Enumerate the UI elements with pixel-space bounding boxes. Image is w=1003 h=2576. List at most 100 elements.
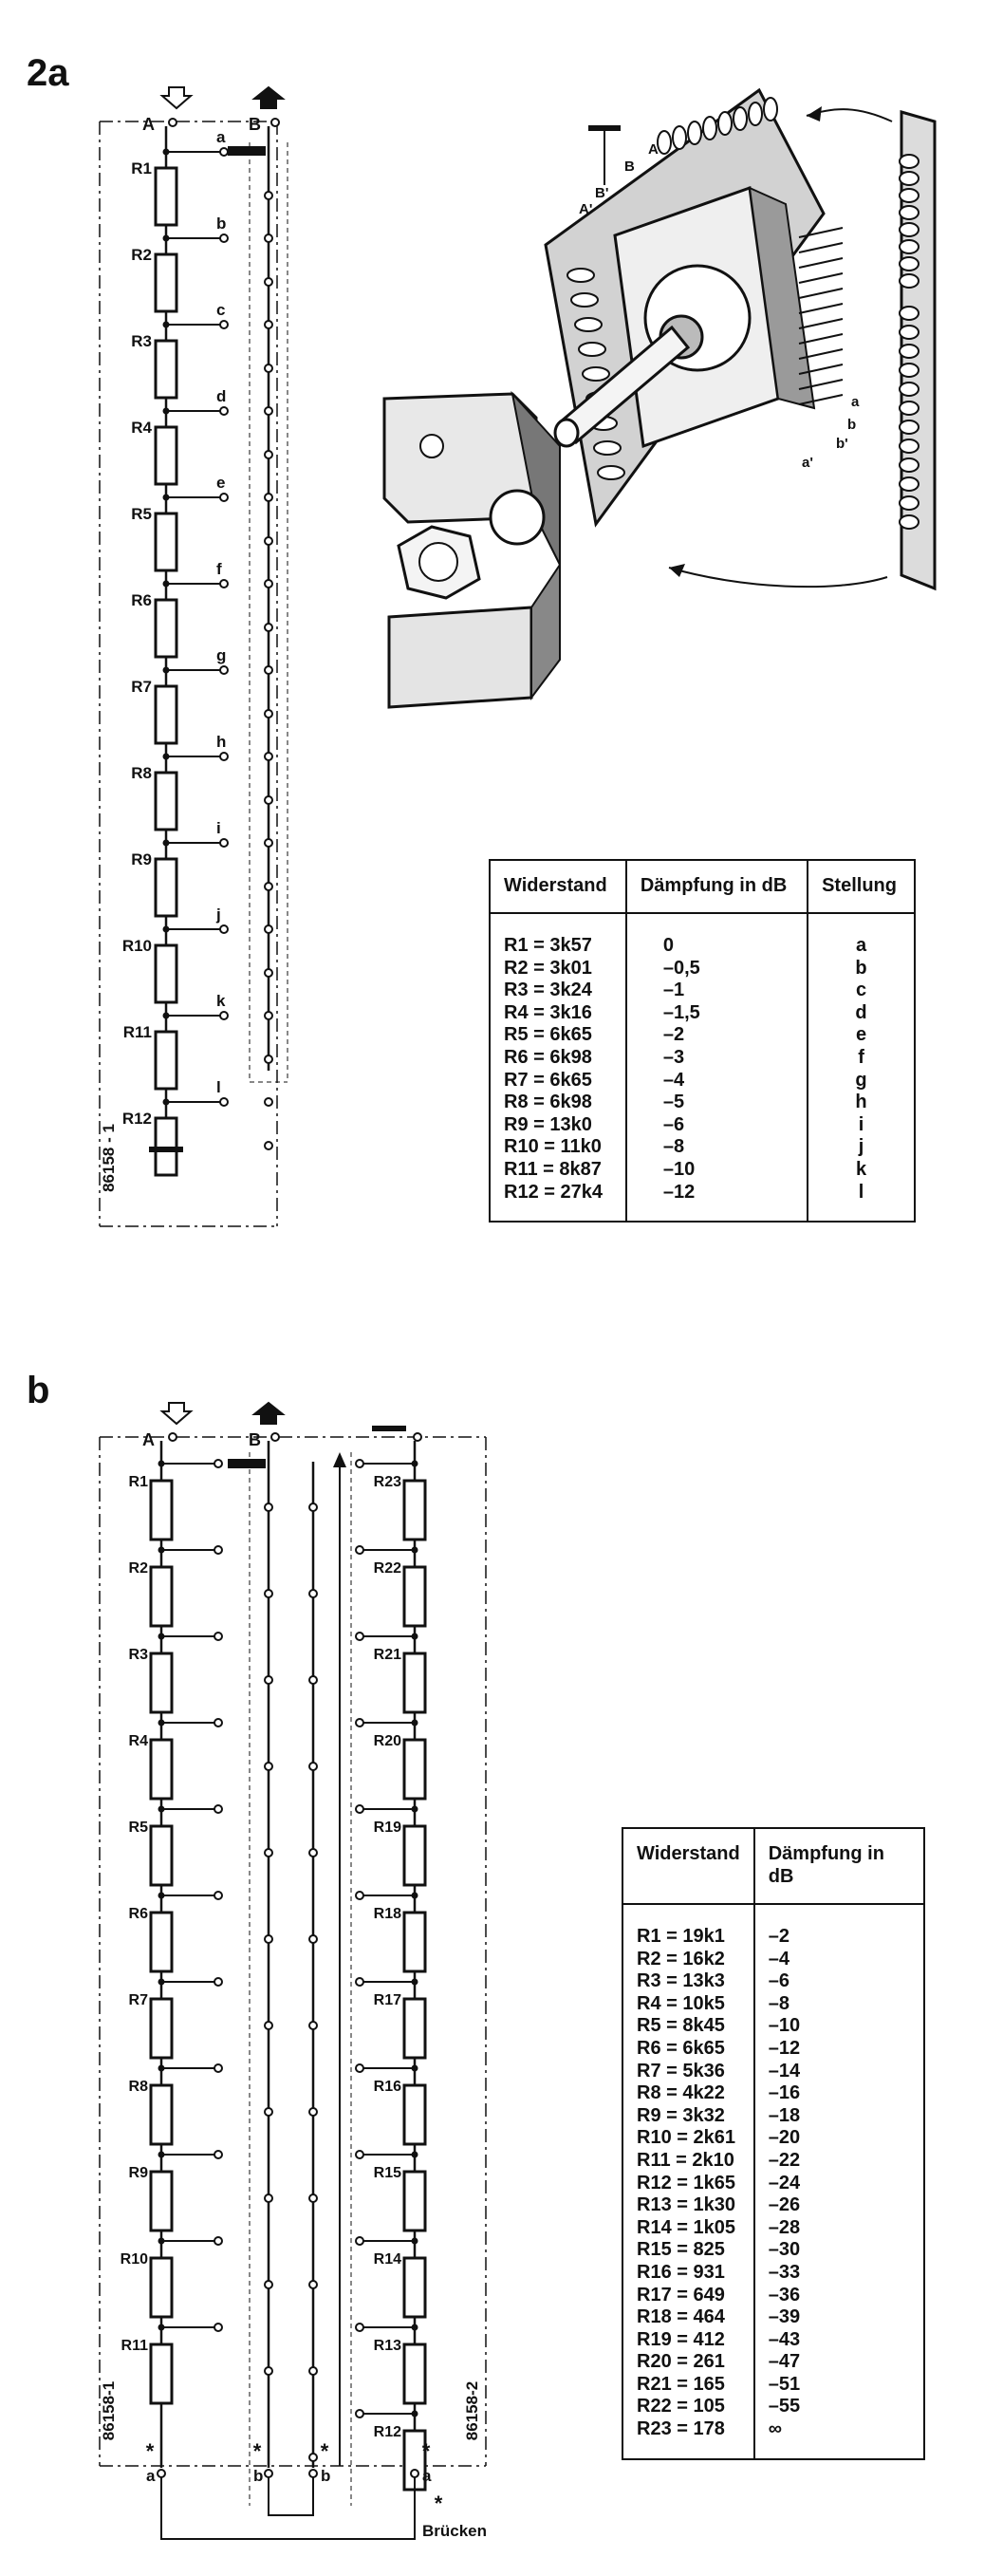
table-b-resistor-cell: R17 = 649 <box>622 2284 755 2307</box>
table-a-position-cell: i <box>807 1113 916 1137</box>
table-b-row: R4 = 10k5–8 <box>622 1992 926 2016</box>
resistor-label: R4 <box>131 419 152 437</box>
pcb-resistor <box>899 514 919 530</box>
table-b-attenuation-cell: –51 <box>752 2373 926 2397</box>
wiper-contact-point <box>264 1503 273 1512</box>
drawing-label-a-prime: A' <box>579 201 592 217</box>
resistor-label: R7 <box>129 1992 149 2008</box>
table-a-resistor-cell: R9 = 13k0 <box>489 1113 627 1137</box>
wiper-contact-point <box>264 665 273 675</box>
resistor-right-r19 <box>402 1824 427 1887</box>
pcb-resistor <box>899 363 919 378</box>
resistor-left-r8 <box>149 2083 174 2146</box>
wiper-contact-point <box>264 579 273 588</box>
tap-contact <box>219 320 229 329</box>
tap-label: h <box>216 733 226 751</box>
resistor-label: R14 <box>374 2251 401 2268</box>
resistor-label: R18 <box>374 1906 401 1922</box>
resistor-label: R5 <box>129 1820 149 1836</box>
wiper-contact-point <box>264 320 273 329</box>
wiper-contact-point <box>264 795 273 805</box>
pcb-resistor <box>899 239 919 254</box>
table-b-resistor-cell: R19 = 412 <box>622 2328 755 2352</box>
tap-contact <box>219 665 229 675</box>
table-b-row: R18 = 464–39 <box>622 2306 926 2329</box>
tap-label: l <box>216 1078 221 1096</box>
wiper-contact-point <box>308 1762 318 1771</box>
pcb-resistor <box>578 342 606 357</box>
table-b-row: R13 = 1k30–26 <box>622 2194 926 2217</box>
resistor-label: R19 <box>374 1820 401 1836</box>
resistor-r6 <box>154 598 178 659</box>
table-b-resistor-cell: R18 = 464 <box>622 2306 755 2329</box>
switch-pin <box>798 333 844 345</box>
table-b-row: R6 = 6k65–12 <box>622 2037 926 2061</box>
wiper-contact-point <box>308 1934 318 1944</box>
figure-label-2a: 2a <box>27 52 69 94</box>
table-a-resistor-cell: R12 = 27k4 <box>489 1181 627 1223</box>
table-b-row: R1 = 19k1–2 <box>622 1904 926 1949</box>
wiper-contact-point <box>308 1848 318 1857</box>
table-b-resistor-cell: R7 = 5k36 <box>622 2060 755 2083</box>
pcb-resistor <box>582 366 610 382</box>
figure-label-b: b <box>27 1370 49 1411</box>
table-a-resistor-cell: R6 = 6k98 <box>489 1046 627 1070</box>
wiper-contact-point <box>264 838 273 848</box>
table-b-resistor-cell: R11 = 2k10 <box>622 2149 755 2173</box>
table-b-attenuation-cell: –20 <box>752 2127 926 2150</box>
board-code-86158-1: 86158 - 1 <box>100 1124 118 1192</box>
resistor-label: R6 <box>131 591 152 609</box>
resistor-label: R12 <box>122 1110 152 1128</box>
table-b-resistor-cell: R5 = 8k45 <box>622 2015 755 2038</box>
switch-pin <box>798 379 844 390</box>
table-b-row: R23 = 178∞ <box>622 2418 926 2459</box>
table-a-position-cell: l <box>807 1181 916 1223</box>
terminal-label-B: B <box>249 115 261 134</box>
wiper-contact-point <box>264 968 273 978</box>
assembly-arrowhead-top <box>807 106 822 121</box>
table-b-row: R22 = 105–55 <box>622 2396 926 2419</box>
wiper-contact-point <box>264 493 273 502</box>
switch-pin <box>798 303 844 314</box>
wiper-contact-point <box>264 1097 273 1107</box>
resistor-r11 <box>154 1030 178 1091</box>
table-b-resistor-cell: R4 = 10k5 <box>622 1992 755 2016</box>
table-a-position-cell: f <box>807 1046 916 1070</box>
assembly-arrowhead-bottom <box>669 564 685 577</box>
table-b-resistor-cell: R13 = 1k30 <box>622 2194 755 2217</box>
table-a-position-cell: j <box>807 1136 916 1159</box>
wiper-contact-point <box>308 2453 318 2462</box>
table-a-attenuation-cell: –8 <box>624 1136 809 1159</box>
table-a-position-cell: g <box>807 1069 916 1092</box>
table-b-row: R7 = 5k36–14 <box>622 2060 926 2083</box>
tap-label: f <box>216 560 222 578</box>
tap-contact <box>355 1977 364 1987</box>
resistor-left-r7 <box>149 1997 174 2060</box>
bracket-panel-hole <box>489 489 546 546</box>
table-b-resistor-cell: R9 = 3k32 <box>622 2104 755 2128</box>
table-b-row: R17 = 649–36 <box>622 2284 926 2307</box>
tap-contact <box>214 1891 223 1900</box>
tap-label: c <box>216 301 225 319</box>
table-a-position-cell: e <box>807 1024 916 1047</box>
table-b-resistor-cell: R8 = 4k22 <box>622 2082 755 2105</box>
table-b-row: R16 = 931–33 <box>622 2261 926 2285</box>
terminal-ground <box>413 1432 422 1442</box>
ground-symbol-top <box>372 1426 406 1431</box>
bridge-contact <box>410 2469 419 2478</box>
tap-contact <box>219 924 229 934</box>
wiper-contact-point <box>264 364 273 373</box>
table-b-row: R3 = 13k3–6 <box>622 1970 926 1993</box>
table-b-attenuation-cell: –39 <box>752 2306 926 2329</box>
tap-contact <box>355 2150 364 2159</box>
tap-label: i <box>216 819 221 837</box>
tap-contact <box>355 1459 364 1468</box>
table-a-attenuation-cell: –0,5 <box>624 957 809 980</box>
table-b-attenuation-cell: –28 <box>752 2216 926 2240</box>
resistor-label: R12 <box>374 2424 401 2440</box>
table-b-resistor-cell: R6 = 6k65 <box>622 2037 755 2061</box>
